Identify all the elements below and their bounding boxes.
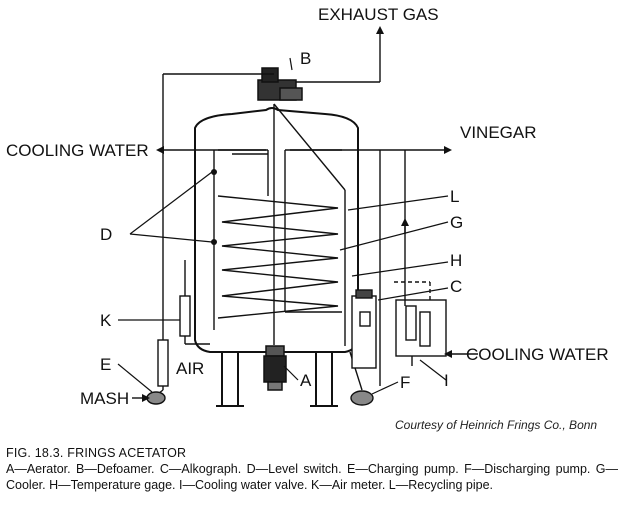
- label-g: G: [450, 213, 463, 232]
- label-e: E: [100, 355, 111, 374]
- label-d: D: [100, 225, 112, 244]
- tank-legs: [216, 352, 338, 407]
- label-a: A: [300, 371, 312, 390]
- label-mash: MASH: [80, 389, 129, 408]
- label-f: F: [400, 373, 410, 392]
- level-switch-upper: [211, 169, 217, 175]
- label-l: L: [450, 187, 459, 206]
- alkograph: [351, 289, 377, 369]
- caption-title: FIG. 18.3. FRINGS ACETATOR: [6, 446, 187, 460]
- diagram-drawing: EXHAUST GAS B COOLING WATER VINEGAR L G …: [6, 5, 609, 408]
- air-meter: [179, 295, 191, 337]
- label-k: K: [100, 311, 112, 330]
- charging-meter: [157, 339, 169, 387]
- label-air: AIR: [176, 359, 204, 378]
- piping: [149, 26, 478, 401]
- label-c: C: [450, 277, 462, 296]
- caption-text: A—Aerator. B—Defoamer. C—Alkograph. D—Le…: [6, 462, 618, 492]
- level-switch-lower: [211, 239, 217, 245]
- label-cooling-water-left: COOLING WATER: [6, 141, 149, 160]
- cooling-water-valve-box: [395, 299, 447, 366]
- label-exhaust-gas: EXHAUST GAS: [318, 5, 439, 24]
- cooler-coil: [217, 195, 339, 319]
- label-h: H: [450, 251, 462, 270]
- charging-pump: [146, 391, 166, 405]
- leader-lines: [117, 57, 449, 395]
- label-cooling-water-right: COOLING WATER: [466, 345, 609, 364]
- figure-caption: FIG. 18.3. FRINGS ACETATOR A—Aerator. B—…: [6, 445, 618, 493]
- label-i: I: [444, 371, 449, 390]
- label-vinegar: VINEGAR: [460, 123, 537, 142]
- defoamer-motor: [257, 67, 303, 101]
- aerator-motor: [263, 345, 287, 391]
- discharging-pump: [350, 390, 374, 406]
- credit-line: Courtesy of Heinrich Frings Co., Bonn: [395, 418, 598, 432]
- label-b: B: [300, 49, 311, 68]
